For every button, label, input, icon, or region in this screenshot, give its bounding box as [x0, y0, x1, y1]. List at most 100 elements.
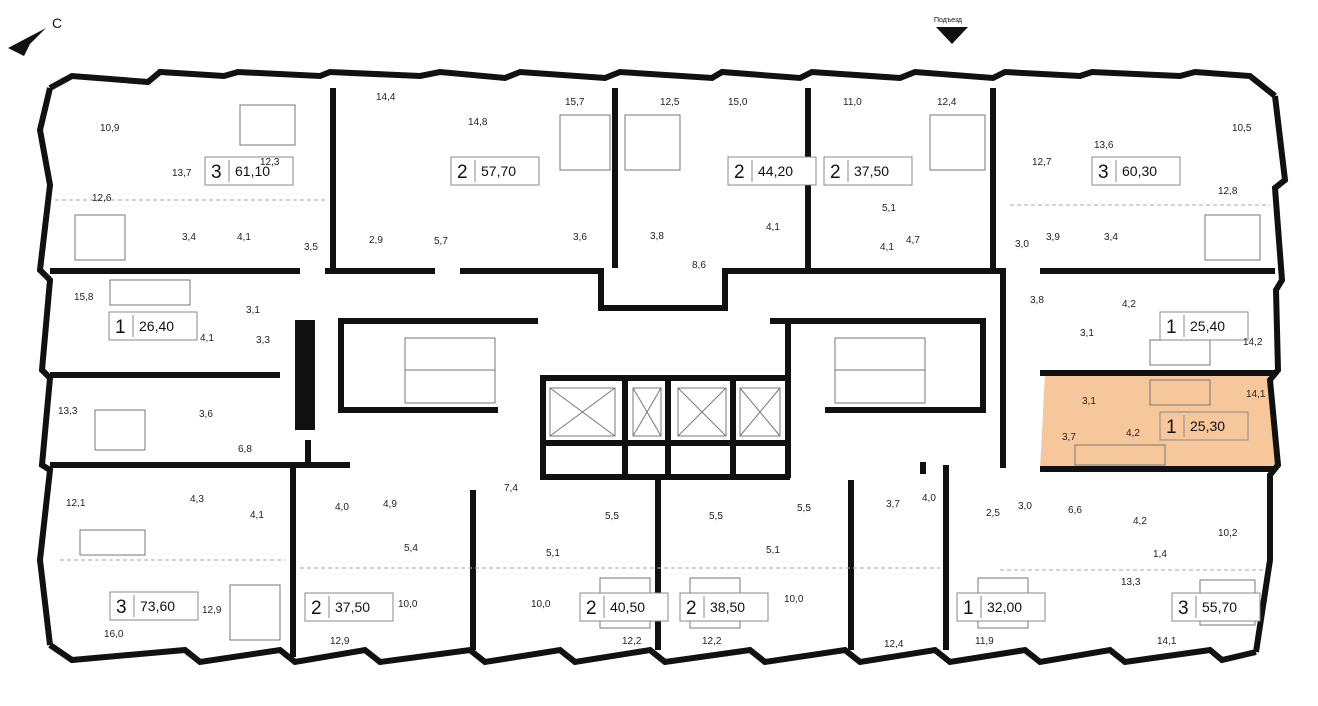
apartment-area: 60,30: [1122, 163, 1157, 179]
room-area-label: 12,4: [884, 639, 904, 650]
room-area-label: 5,5: [605, 511, 619, 522]
apartment-label-box: [823, 156, 913, 186]
room-area-label: 13,3: [1121, 577, 1141, 588]
room-area-label: 8,6: [692, 260, 706, 271]
room-area-label: 12,9: [202, 605, 222, 616]
room-area-label: 5,1: [882, 203, 896, 214]
room-area-label: 15,0: [728, 97, 748, 108]
room-area-label: 4,1: [237, 232, 251, 243]
apartment-rooms: 2: [830, 162, 841, 183]
room-area-label: 5,5: [797, 503, 811, 514]
room-separators: [55, 199, 1270, 571]
room-area-label: 6,6: [1068, 505, 1082, 516]
room-area-label: 12,4: [937, 97, 957, 108]
apartment-rooms: 3: [116, 597, 127, 618]
apartment-rooms: 1: [963, 598, 974, 619]
apartment-area: 38,50: [710, 599, 745, 615]
room-area-label: 12,3: [260, 157, 280, 168]
apartment-label-box: [450, 156, 540, 186]
apartment-rooms: 1: [1166, 317, 1177, 338]
apartment-rooms: 1: [1166, 417, 1177, 438]
room-area-label: 10,0: [398, 599, 418, 610]
compass-letter: С: [52, 15, 62, 31]
room-area-label: 3,6: [573, 232, 587, 243]
apartment-label-box: [1171, 592, 1261, 622]
elevator-shafts: [549, 387, 781, 437]
entrance-arrow-icon: [936, 27, 968, 44]
apartment-label-box: [304, 592, 394, 622]
room-area-label: 2,9: [369, 235, 383, 246]
apartment-label-box: [204, 156, 294, 186]
apartment-area: 55,70: [1202, 599, 1237, 615]
apartment-area: 40,50: [610, 599, 645, 615]
apartment-label-box: [727, 156, 817, 186]
apartment-area: 37,50: [335, 599, 370, 615]
apartment-highlight: [1040, 374, 1276, 470]
room-area-label: 13,7: [172, 168, 192, 179]
apartment-area: 37,50: [854, 163, 889, 179]
room-area-label: 5,1: [546, 548, 560, 559]
room-area-label: 5,1: [766, 545, 780, 556]
room-area-label: 4,1: [880, 242, 894, 253]
room-area-label: 4,1: [200, 333, 214, 344]
room-area-label: 4,2: [1126, 428, 1140, 439]
room-area-label: 4,2: [1133, 516, 1147, 527]
apartment-rooms: 2: [311, 598, 322, 619]
apartment-label-box: [1091, 156, 1181, 186]
room-area-label: 12,5: [660, 97, 680, 108]
room-area-label: 3,6: [199, 409, 213, 420]
apartment-rooms: 2: [586, 598, 597, 619]
room-area-label: 10,0: [531, 599, 551, 610]
apartment-rooms: 2: [686, 598, 697, 619]
apartment-area: 25,40: [1190, 318, 1225, 334]
room-area-label: 11,0: [843, 97, 862, 108]
room-area-label: 15,7: [565, 97, 585, 108]
apartment-label-box: [956, 592, 1046, 622]
room-area-label: 3,7: [886, 499, 900, 510]
room-area-label: 3,0: [1015, 239, 1029, 250]
room-area-label: 12,8: [1218, 186, 1238, 197]
apartment-label-box: [1159, 311, 1249, 341]
apartment-label-box: [109, 591, 199, 621]
room-area-label: 10,9: [100, 123, 120, 134]
apartment-area: 44,20: [758, 163, 793, 179]
apartment-label-box: [1159, 411, 1249, 441]
outer-walls: [36, 68, 1289, 666]
room-area-label: 12,2: [622, 636, 642, 647]
room-area-label: 14,1: [1157, 636, 1177, 647]
room-area-label: 5,5: [709, 511, 723, 522]
room-area-label: 3,8: [1030, 295, 1044, 306]
room-area-label: 2,5: [986, 508, 1000, 519]
room-area-label: 3,0: [1018, 501, 1032, 512]
room-area-label: 5,4: [404, 543, 418, 554]
room-area-label: 14,8: [468, 117, 488, 128]
room-area-label: 13,6: [1094, 140, 1114, 151]
room-area-label: 3,5: [304, 242, 318, 253]
room-area-label: 3,1: [1080, 328, 1094, 339]
apartment-rooms: 2: [457, 162, 468, 183]
room-area-label: 3,4: [1104, 232, 1118, 243]
room-area-label: 11,9: [975, 636, 994, 647]
apartment-area: 25,30: [1190, 418, 1225, 434]
room-area-label: 16,0: [104, 629, 124, 640]
apartment-area: 32,00: [987, 599, 1022, 615]
furniture: [74, 104, 1261, 641]
room-area-label: 4,0: [335, 502, 349, 513]
room-area-label: 3,3: [256, 335, 270, 346]
